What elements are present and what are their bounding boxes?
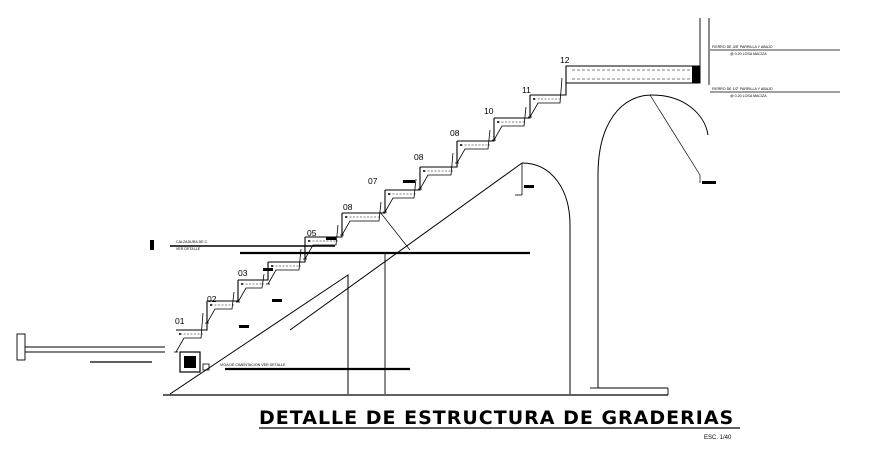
step-profile bbox=[342, 190, 386, 214]
step-inner-line bbox=[419, 152, 454, 190]
step-dot bbox=[497, 121, 499, 123]
step-dot bbox=[210, 304, 212, 306]
step-profile bbox=[176, 301, 208, 331]
drawing-scale: ESC. 1/40 bbox=[704, 435, 732, 441]
step-inner-line bbox=[237, 273, 265, 303]
note-lower-rebar-2: @ 0.20 LOSA MACIZA bbox=[730, 94, 767, 98]
step-dot bbox=[308, 240, 310, 242]
note-foundation-beam: VIGA DE CIMENTACION VER DETALLE bbox=[220, 363, 286, 367]
step-inner-line bbox=[456, 129, 491, 164]
annotations: FIERRO DE 3/8" PARRILLA Y ABAJO @ 0.20 L… bbox=[176, 45, 773, 367]
step-number-label: 08 bbox=[343, 202, 353, 212]
step-dot bbox=[345, 216, 347, 218]
step-dot bbox=[179, 333, 181, 335]
step-number-label: 07 bbox=[368, 176, 378, 186]
leader-lines bbox=[90, 49, 840, 371]
foundation-block bbox=[179, 351, 210, 373]
step-dot bbox=[271, 265, 273, 267]
step-number-label: 02 bbox=[207, 294, 217, 304]
step-number-label: 11 bbox=[522, 85, 531, 95]
step-dot bbox=[460, 144, 462, 146]
step-inner-line bbox=[384, 178, 417, 213]
step-inner-line bbox=[529, 77, 563, 118]
step-number-label: 08 bbox=[450, 128, 460, 138]
step-profile bbox=[385, 167, 421, 191]
step-number-label: 05 bbox=[307, 228, 317, 238]
step-dot bbox=[423, 170, 425, 172]
step-profile bbox=[494, 95, 531, 119]
note-upper-rebar-2: @ 0.20 LOSA MACIZA bbox=[730, 52, 767, 56]
step-dot bbox=[533, 98, 535, 100]
step-profile bbox=[207, 280, 239, 302]
step-number-label: 03 bbox=[238, 268, 248, 278]
note-left-1: CALZADURA DE C. bbox=[176, 240, 208, 244]
step-inner-line bbox=[493, 106, 527, 141]
right-wall bbox=[699, 18, 710, 85]
step-number-label: 12 bbox=[560, 55, 570, 65]
step-number-label: 08 bbox=[414, 152, 424, 162]
step-profile bbox=[268, 237, 306, 263]
left-post bbox=[16, 333, 165, 361]
step-dot bbox=[388, 193, 390, 195]
step-inner-line bbox=[206, 291, 235, 324]
upper-triangle-support bbox=[289, 162, 523, 394]
step-number-label: 10 bbox=[484, 106, 494, 116]
right-arch bbox=[590, 94, 709, 395]
step-profile bbox=[305, 213, 343, 238]
lower-triangle-support bbox=[169, 274, 349, 395]
step-profile bbox=[420, 141, 458, 168]
step-profile bbox=[457, 118, 495, 142]
step-profile bbox=[530, 66, 567, 96]
step-numbers: 01 02 03 05 08 07 08 08 10 11 12 bbox=[175, 55, 570, 326]
landing-slab bbox=[565, 65, 701, 84]
step-inner-line bbox=[341, 201, 382, 236]
step-number-label: 01 bbox=[175, 316, 185, 326]
note-lower-rebar-1: FIERRO DE 1/2" PARRILLA Y ABAJO bbox=[712, 87, 773, 91]
step-inner-line bbox=[175, 312, 204, 353]
note-left-2: VER DETALLE bbox=[176, 247, 201, 251]
note-upper-rebar-1: FIERRO DE 3/8" PARRILLA Y ABAJO bbox=[712, 45, 773, 49]
drawing-title: DETALLE DE ESTRUCTURA DE GRADERIAS bbox=[259, 407, 734, 429]
step-dot bbox=[241, 283, 243, 285]
middle-arch bbox=[515, 162, 571, 394]
step-inner-line bbox=[267, 248, 302, 285]
stair-steps bbox=[174, 66, 567, 353]
